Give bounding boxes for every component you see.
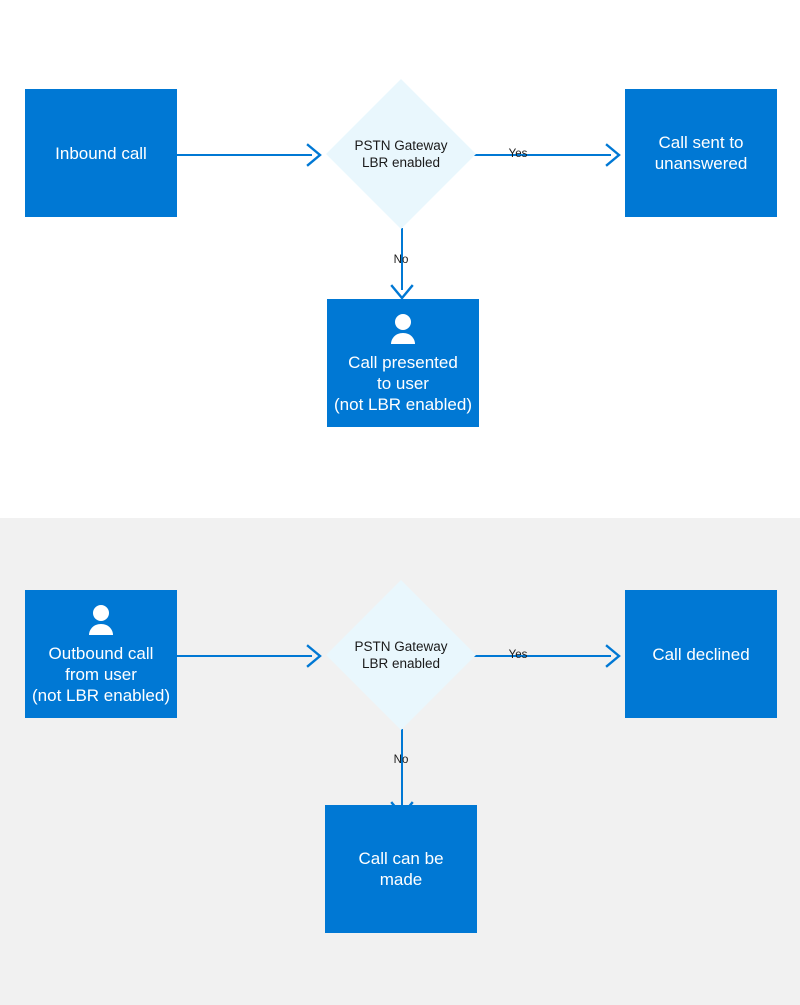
node-call-sent-to-unanswered-label: Call sent to unanswered: [654, 133, 748, 173]
edge-label-inbound-no: No: [393, 254, 409, 266]
edge-label-outbound-yes: Yes: [508, 649, 528, 661]
node-call-declined[interactable]: Call declined: [625, 590, 777, 718]
node-inbound-call[interactable]: Inbound call: [25, 89, 177, 217]
decision-outbound-label: PSTN Gateway LBR enabled: [354, 639, 448, 671]
person-icon: [89, 604, 113, 635]
node-call-sent-to-unanswered[interactable]: Call sent to unanswered: [625, 89, 777, 217]
person-icon: [391, 313, 415, 344]
edge-label-outbound-no: No: [393, 754, 409, 766]
node-call-declined-label: Call declined: [652, 644, 750, 664]
node-call-presented-to-user-label: Call presented to user (not LBR enabled): [334, 352, 472, 414]
decision-outbound-pstn-gateway-lbr[interactable]: PSTN Gateway LBR enabled: [326, 580, 476, 730]
edge-inbound-decision-to-yes: [473, 143, 621, 167]
decision-inbound-label: PSTN Gateway LBR enabled: [354, 138, 448, 170]
node-call-can-be-made-label: Call can be made: [358, 849, 444, 889]
node-call-presented-to-user[interactable]: Call presented to user (not LBR enabled): [327, 299, 479, 427]
decision-inbound-pstn-gateway-lbr[interactable]: PSTN Gateway LBR enabled: [326, 79, 476, 229]
section-outbound-call-flow: Yes No Outbound call from user (not LBR …: [0, 518, 800, 1005]
node-outbound-call-from-user[interactable]: Outbound call from user (not LBR enabled…: [25, 590, 177, 718]
node-outbound-call-from-user-label: Outbound call from user (not LBR enabled…: [32, 643, 170, 705]
edge-outbound-decision-to-yes: [473, 644, 621, 668]
section-inbound-call-flow: Yes No Inbound call PSTN Gateway LBR ena…: [25, 79, 777, 427]
edge-inbound-start-to-decision: [177, 143, 322, 167]
node-inbound-call-label: Inbound call: [55, 143, 147, 163]
edge-label-inbound-yes: Yes: [508, 148, 528, 160]
node-call-can-be-made[interactable]: Call can be made: [325, 805, 477, 933]
edge-outbound-start-to-decision: [177, 644, 322, 668]
